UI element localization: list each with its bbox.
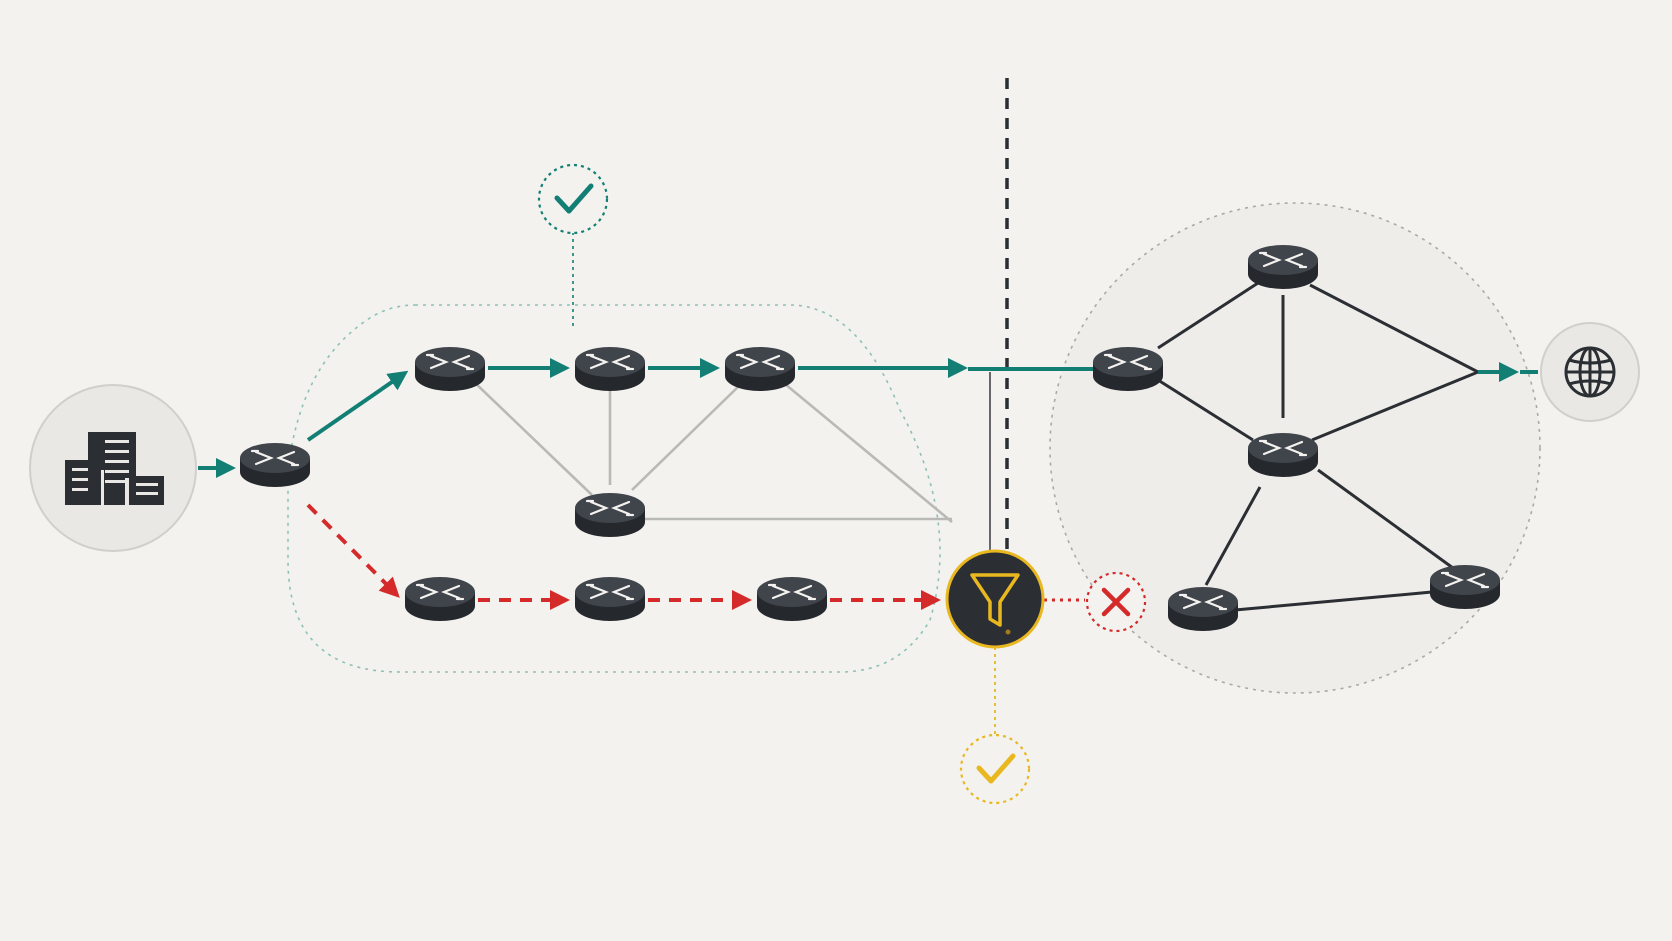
routers	[240, 245, 1500, 631]
router-icon	[250, 449, 300, 467]
router-icon	[425, 353, 475, 371]
router-blocked-b	[575, 577, 645, 621]
router-blocked-a	[405, 577, 475, 621]
router-external-top	[1248, 245, 1318, 289]
allowed-traffic-path	[198, 358, 1538, 478]
router-gateway	[240, 443, 310, 487]
funnel-filter-icon	[970, 573, 1020, 635]
router-internal-c	[725, 347, 795, 391]
checkmark-icon	[554, 183, 594, 214]
router-icon	[1258, 251, 1308, 269]
blocked-traffic-path	[306, 503, 1085, 610]
router-external-bottom-left	[1168, 587, 1238, 631]
router-external-edge	[1093, 347, 1163, 391]
checkmark-icon	[976, 753, 1016, 784]
router-icon	[415, 583, 465, 601]
cross-icon	[1101, 587, 1131, 617]
router-icon	[1258, 439, 1308, 457]
allowed-marker-ring	[537, 163, 609, 235]
router-icon	[585, 353, 635, 371]
globe-icon	[1564, 346, 1616, 398]
router-icon	[735, 353, 785, 371]
router-icon	[585, 499, 635, 517]
router-icon	[1103, 353, 1153, 371]
router-internal-b	[575, 347, 645, 391]
router-icon	[1440, 571, 1490, 589]
filter-approval-ring	[959, 733, 1031, 805]
office-buildings-icon	[65, 432, 164, 505]
router-external-core	[1248, 433, 1318, 477]
filter-node	[945, 549, 1045, 649]
router-internal-a	[415, 347, 485, 391]
source-node	[29, 384, 197, 552]
internal-mesh-links	[471, 379, 953, 524]
destination-node	[1540, 322, 1640, 422]
router-external-bottom-right	[1430, 565, 1500, 609]
external-mesh-links	[1157, 281, 1479, 612]
router-internal-d	[575, 493, 645, 537]
router-icon	[585, 583, 635, 601]
internal-network-zone	[287, 304, 941, 673]
router-icon	[767, 583, 817, 601]
router-icon	[1178, 593, 1228, 611]
router-blocked-c	[757, 577, 827, 621]
